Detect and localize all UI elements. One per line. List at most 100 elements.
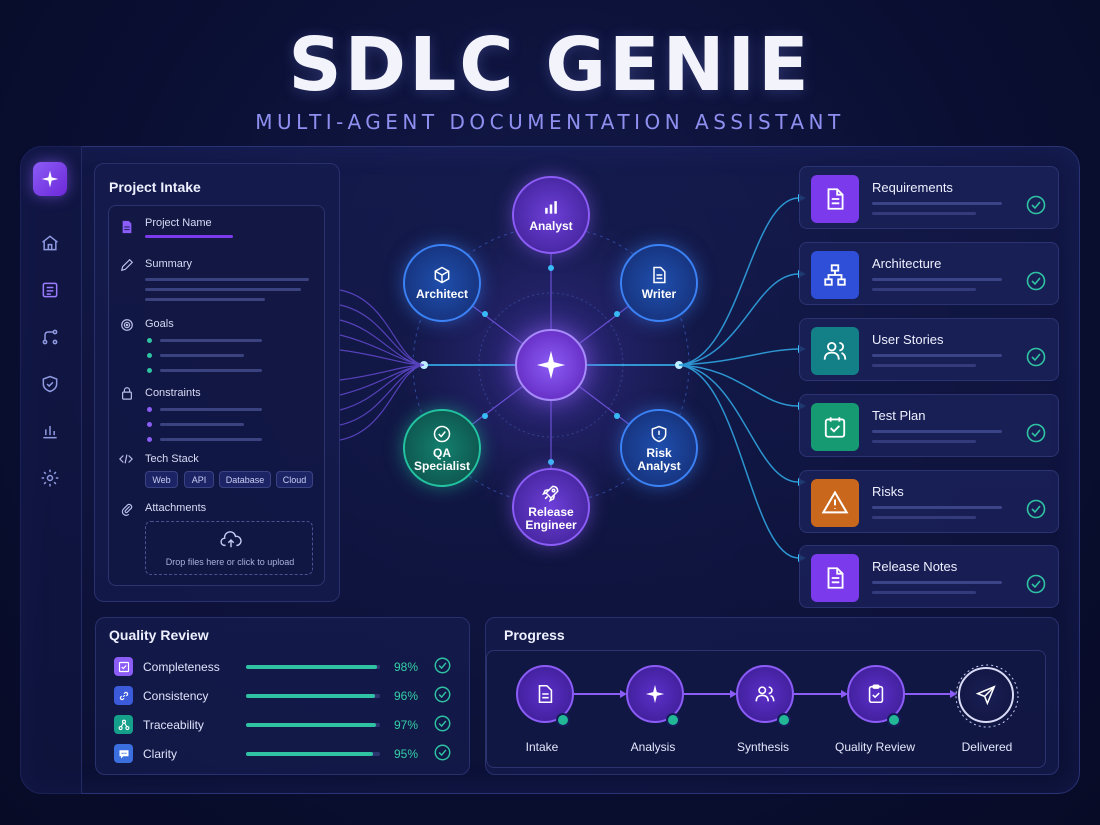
agent-qa-specialist[interactable]: QA Specialist	[403, 409, 481, 487]
check-circle-icon	[434, 744, 451, 761]
quality-review-title: Quality Review	[109, 627, 209, 643]
constraints-label: Constraints	[145, 387, 201, 399]
quality-metric-completeness: Completeness 98%	[114, 657, 464, 677]
output-card-release-notes[interactable]: Release Notes	[799, 545, 1059, 608]
agent-risk-analyst[interactable]: Risk Analyst	[620, 409, 698, 487]
project-intake-title: Project Intake	[109, 179, 201, 195]
goals-label: Goals	[145, 318, 174, 330]
document-icon	[653, 266, 666, 284]
sidebar-item-settings[interactable]	[39, 467, 61, 489]
check-circle-icon	[434, 715, 451, 732]
sparkle-icon	[645, 684, 665, 704]
metric-bar	[246, 665, 380, 669]
output-card-user-stories[interactable]: User Stories	[799, 318, 1059, 381]
check-circle-icon	[1026, 195, 1046, 215]
pencil-icon	[120, 258, 134, 272]
lock-icon	[122, 387, 132, 400]
intake-form	[108, 205, 325, 586]
target-icon	[121, 319, 133, 331]
tech-stack-label: Tech Stack	[145, 453, 199, 465]
progress-step-label: Synthesis	[736, 740, 790, 754]
chat-icon	[119, 749, 128, 758]
progress-step-delivered[interactable]	[958, 667, 1014, 723]
sidebar-logo[interactable]	[33, 162, 67, 196]
output-title: Requirements	[872, 180, 953, 195]
sidebar	[20, 146, 82, 794]
document-icon	[827, 188, 844, 210]
workflow-icon	[42, 329, 58, 345]
output-card-test-plan[interactable]: Test Plan	[799, 394, 1059, 457]
sidebar-item-security[interactable]	[39, 373, 61, 395]
agent-label: QA Specialist	[413, 445, 471, 473]
step-complete-badge	[887, 713, 901, 727]
sidebar-item-home[interactable]	[39, 232, 61, 254]
gear-icon	[41, 469, 59, 487]
progress-step-quality-review[interactable]	[847, 665, 905, 723]
code-icon	[119, 454, 133, 464]
warning-icon	[821, 490, 849, 514]
shield-alert-icon	[651, 425, 667, 442]
project-name-input[interactable]	[145, 235, 233, 238]
bar-chart-icon	[43, 426, 57, 439]
output-icon-tile	[811, 251, 859, 299]
metric-name: Consistency	[143, 689, 209, 703]
link-icon	[119, 691, 128, 700]
output-card-risks[interactable]: Risks	[799, 470, 1059, 533]
quality-metric-consistency: Consistency 96%	[114, 686, 464, 706]
progress-title: Progress	[504, 627, 565, 643]
metric-name: Clarity	[143, 747, 178, 761]
progress-step-label: Intake	[525, 740, 559, 754]
sidebar-item-analytics[interactable]	[39, 420, 61, 442]
output-title: Risks	[872, 484, 904, 499]
metric-percent: 97%	[394, 718, 419, 732]
progress-step-label: Analysis	[630, 740, 676, 754]
tech-tag-api[interactable]: API	[184, 471, 214, 488]
home-icon	[42, 235, 58, 251]
agent-release-engineer[interactable]: Release Engineer	[512, 468, 590, 546]
quality-metric-traceability: Traceability 97%	[114, 715, 464, 735]
project-name-label: Project Name	[145, 217, 212, 229]
rocket-icon	[542, 485, 559, 502]
metric-percent: 96%	[394, 689, 419, 703]
nodes-icon	[118, 719, 129, 730]
agent-writer[interactable]: Writer	[620, 244, 698, 322]
check-circle-icon	[1026, 347, 1046, 367]
users-icon	[823, 341, 847, 360]
output-card-requirements[interactable]: Requirements	[799, 166, 1059, 229]
cloud-upload-icon	[220, 531, 242, 548]
agent-label: Writer	[641, 287, 677, 301]
agent-analyst[interactable]: Analyst	[512, 176, 590, 254]
tech-tag-web[interactable]: Web	[145, 471, 178, 488]
calendar-check-icon	[824, 417, 846, 438]
output-title: Release Notes	[872, 559, 958, 574]
dropzone-text: Drop files here or click to upload	[165, 557, 295, 567]
agent-label: Release Engineer	[525, 504, 577, 532]
check-circle-icon	[434, 657, 451, 674]
paperclip-icon	[121, 503, 133, 516]
progress-step-intake[interactable]	[516, 665, 574, 723]
check-circle-icon	[1026, 423, 1046, 443]
orchestrator-node[interactable]	[515, 329, 587, 401]
agent-label: Architect	[415, 287, 468, 301]
output-card-architecture[interactable]: Architecture	[799, 242, 1059, 305]
metric-percent: 98%	[394, 660, 419, 674]
tech-tag-cloud[interactable]: Cloud	[276, 471, 313, 488]
clipboard-check-icon	[868, 684, 884, 704]
users-icon	[755, 686, 775, 702]
file-dropzone[interactable]: Drop files here or click to upload	[145, 521, 313, 575]
tech-tag-database[interactable]: Database	[219, 471, 271, 488]
document-icon	[122, 220, 132, 234]
agent-label: Risk Analyst	[637, 445, 681, 473]
sidebar-item-documents[interactable]	[39, 279, 61, 301]
check-circle-icon	[433, 425, 451, 442]
metric-name: Traceability	[143, 718, 204, 732]
output-icon-tile	[811, 479, 859, 527]
sidebar-item-workflow[interactable]	[39, 326, 61, 348]
output-title: Architecture	[872, 256, 942, 271]
agent-architect[interactable]: Architect	[403, 244, 481, 322]
attachments-label: Attachments	[145, 502, 207, 514]
summary-label: Summary	[145, 258, 193, 270]
checkbox-icon	[118, 661, 129, 672]
progress-step-label: Delivered	[961, 740, 1013, 754]
document-icon	[538, 684, 553, 704]
